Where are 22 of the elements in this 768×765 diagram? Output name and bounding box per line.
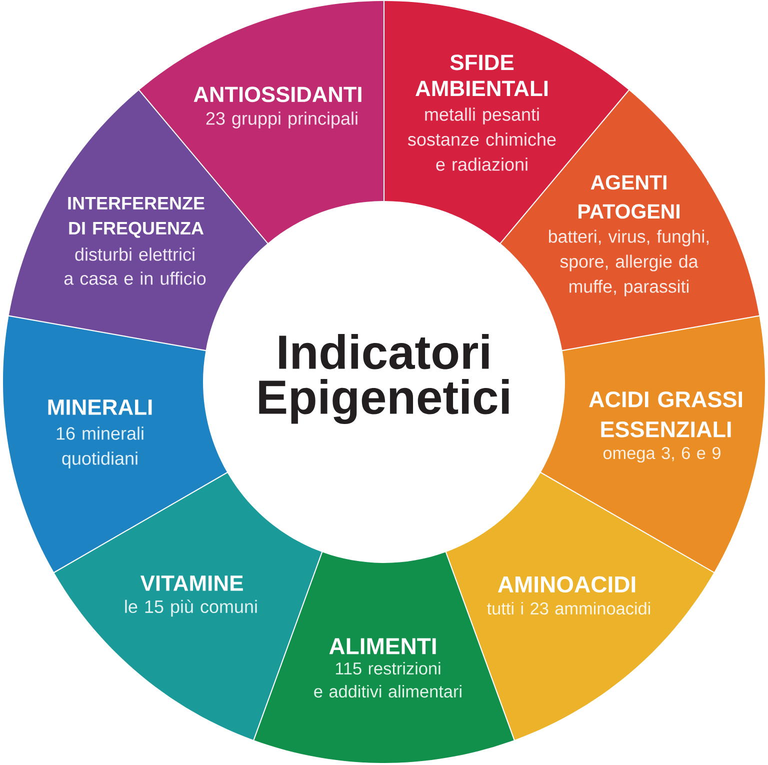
segment-heading: ALIMENTI — [329, 638, 436, 654]
wedge-segment — [541, 316, 765, 572]
wedge-segment — [54, 472, 322, 740]
segment-description: omega 3, 6 e 9 — [603, 446, 720, 463]
segment-description: le 15 più comuni — [125, 600, 257, 617]
segment-description: batteri, virus, funghi, spore, allergie da muffe, parassiti — [549, 230, 708, 296]
segment-description: disturbi elettrici a casa e in ufficio — [64, 248, 206, 285]
segment-heading: ANTIOSSIDANTI — [194, 86, 362, 102]
segment-description: 16 minerali quotidiani — [56, 426, 144, 468]
segment-heading: VITAMINE — [140, 576, 243, 591]
segment-description: metalli pesanti sostanze chimiche e radiazioni — [408, 108, 556, 171]
center-title: Indicatori Epigenetici — [259, 334, 509, 424]
segment-heading: AGENTI PATOGENI — [578, 175, 680, 219]
segment-heading: AMINOACIDI — [498, 576, 636, 593]
segment-heading: MINERALI — [48, 400, 152, 415]
segment-description: 115 restrizioni e additivi alimentari — [314, 662, 462, 698]
segment-heading: INTERFERENZE DI FREQUENZA — [68, 197, 204, 238]
segment-description: tutti i 23 amminoacidi — [487, 602, 650, 615]
wedge-segment — [3, 316, 227, 572]
segment-heading: ACIDI GRASSI ESSENZIALI — [589, 391, 742, 438]
segment-description: 23 gruppi principali — [206, 112, 358, 128]
segment-heading: SFIDE AMBIENTALI — [416, 54, 548, 96]
